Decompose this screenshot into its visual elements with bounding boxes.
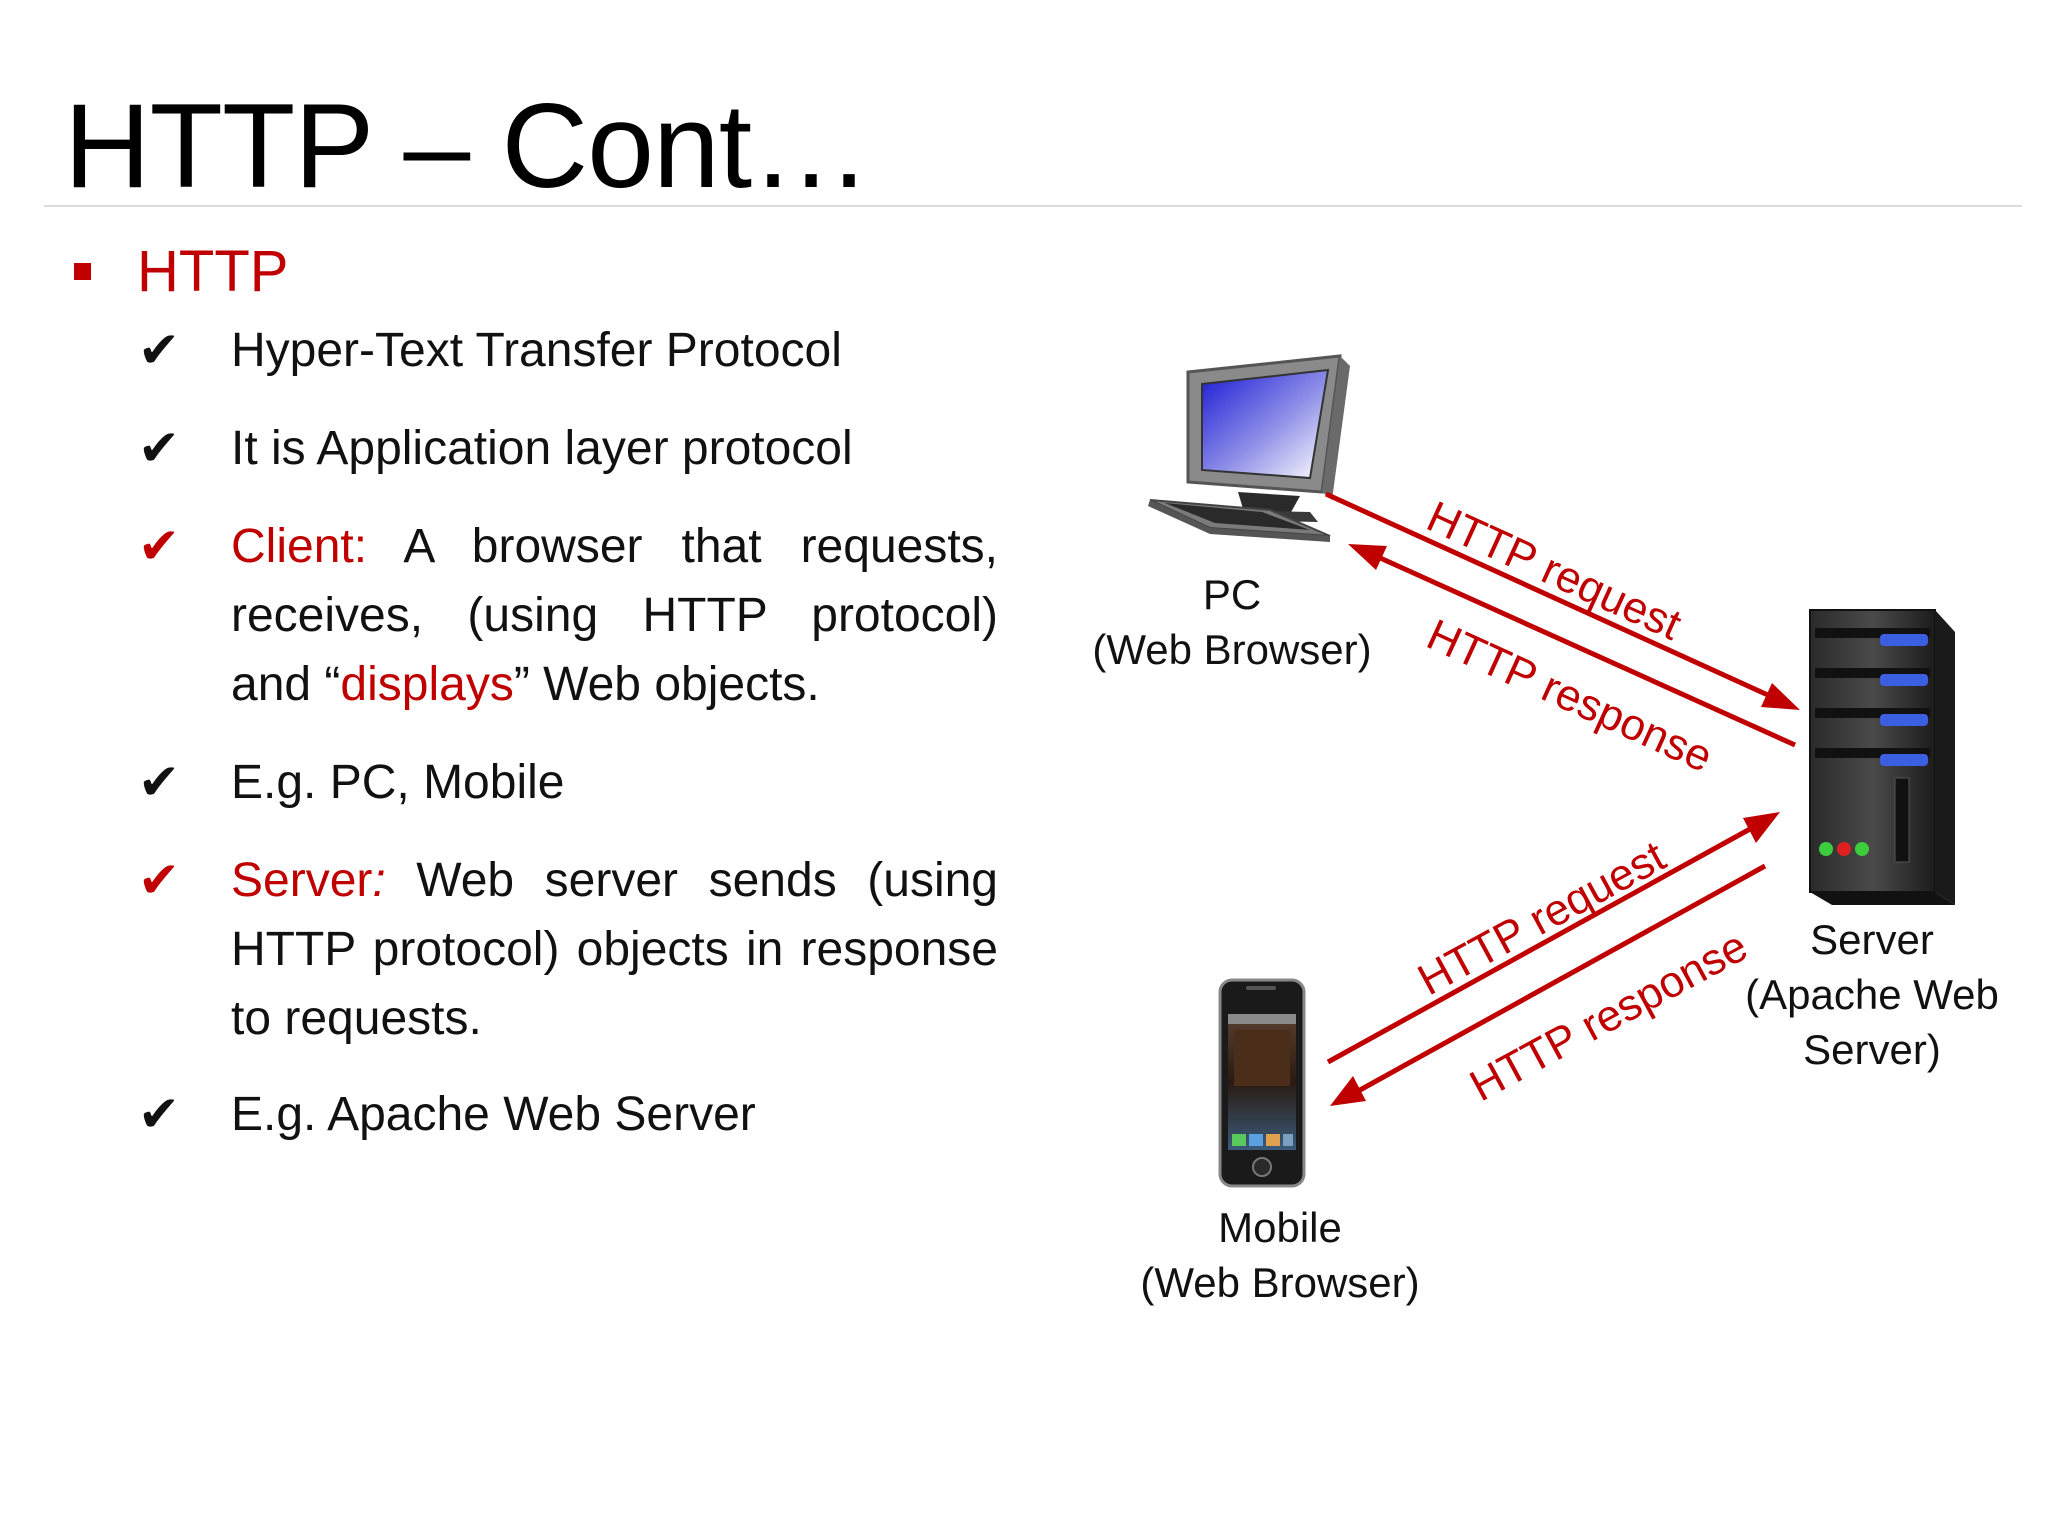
client-highlight: displays bbox=[340, 658, 514, 711]
server-label-line1: Server bbox=[1810, 916, 1934, 963]
pc-label: PC (Web Browser) bbox=[1072, 567, 1392, 677]
bullet-http-label: HTTP bbox=[137, 238, 289, 304]
arrowhead-icon bbox=[1761, 683, 1800, 710]
list-item: ✔ E.g. Apache Web Server bbox=[138, 1080, 998, 1149]
list-item-client: ✔ Client: A browser that requests, recei… bbox=[138, 512, 998, 719]
pc-server-arrows bbox=[1324, 491, 1800, 748]
checkmark-icon: ✔ bbox=[138, 321, 180, 379]
list-item-text: Server: Web server sends (using HTTP pro… bbox=[231, 846, 998, 1053]
client-term: Client: bbox=[231, 520, 368, 573]
server-label-line2: (Apache Web bbox=[1745, 971, 1999, 1018]
mobile-server-arrows bbox=[1326, 812, 1780, 1106]
list-item: ✔ It is Application layer protocol bbox=[138, 414, 998, 483]
slide-title: HTTP – Cont… bbox=[64, 79, 871, 213]
server-text: Web server sends (using HTTP protocol) o… bbox=[231, 854, 998, 1045]
arrowhead-icon bbox=[1330, 1076, 1366, 1106]
title-divider bbox=[44, 205, 2022, 207]
list-item-text: E.g. PC, Mobile bbox=[231, 756, 565, 809]
checkmark-icon: ✔ bbox=[138, 419, 180, 477]
server-label: Server (Apache Web Server) bbox=[1722, 912, 2022, 1077]
checkmark-icon: ✔ bbox=[138, 1085, 180, 1143]
pc-label-role: (Web Browser) bbox=[1092, 626, 1372, 673]
list-item: ✔ Hyper-Text Transfer Protocol bbox=[138, 316, 998, 385]
checkmark-icon: ✔ bbox=[138, 753, 180, 811]
mobile-phone-icon bbox=[1218, 978, 1306, 1188]
list-item-text: Client: A browser that requests, receive… bbox=[231, 512, 998, 719]
square-bullet-icon bbox=[74, 262, 91, 280]
mobile-label-name: Mobile bbox=[1218, 1204, 1342, 1251]
client-text-after: ” Web objects. bbox=[513, 658, 820, 711]
server-term: Server bbox=[231, 854, 373, 907]
list-item: ✔ E.g. PC, Mobile bbox=[138, 748, 998, 817]
bullet-http: HTTP bbox=[74, 236, 288, 306]
server-label-line3: Server) bbox=[1803, 1026, 1941, 1073]
server-term-colon: : bbox=[372, 854, 386, 907]
checkmark-icon: ✔ bbox=[138, 517, 180, 575]
list-item-text: E.g. Apache Web Server bbox=[231, 1088, 756, 1141]
pc-computer-icon bbox=[1148, 354, 1350, 542]
list-item-text: It is Application layer protocol bbox=[231, 422, 853, 475]
arrowhead-icon bbox=[1348, 544, 1387, 570]
checkmark-icon: ✔ bbox=[138, 851, 180, 909]
list-item-server: ✔ Server: Web server sends (using HTTP p… bbox=[138, 846, 998, 1053]
mobile-label-role: (Web Browser) bbox=[1140, 1259, 1420, 1306]
pc-label-name: PC bbox=[1202, 571, 1262, 618]
server-tower-icon bbox=[1809, 609, 1955, 905]
mobile-label: Mobile (Web Browser) bbox=[1115, 1200, 1445, 1310]
arrowhead-icon bbox=[1743, 812, 1780, 843]
list-item-text: Hyper-Text Transfer Protocol bbox=[231, 324, 842, 377]
client-text-before: A browser that requests, receives, (usin… bbox=[231, 520, 998, 711]
